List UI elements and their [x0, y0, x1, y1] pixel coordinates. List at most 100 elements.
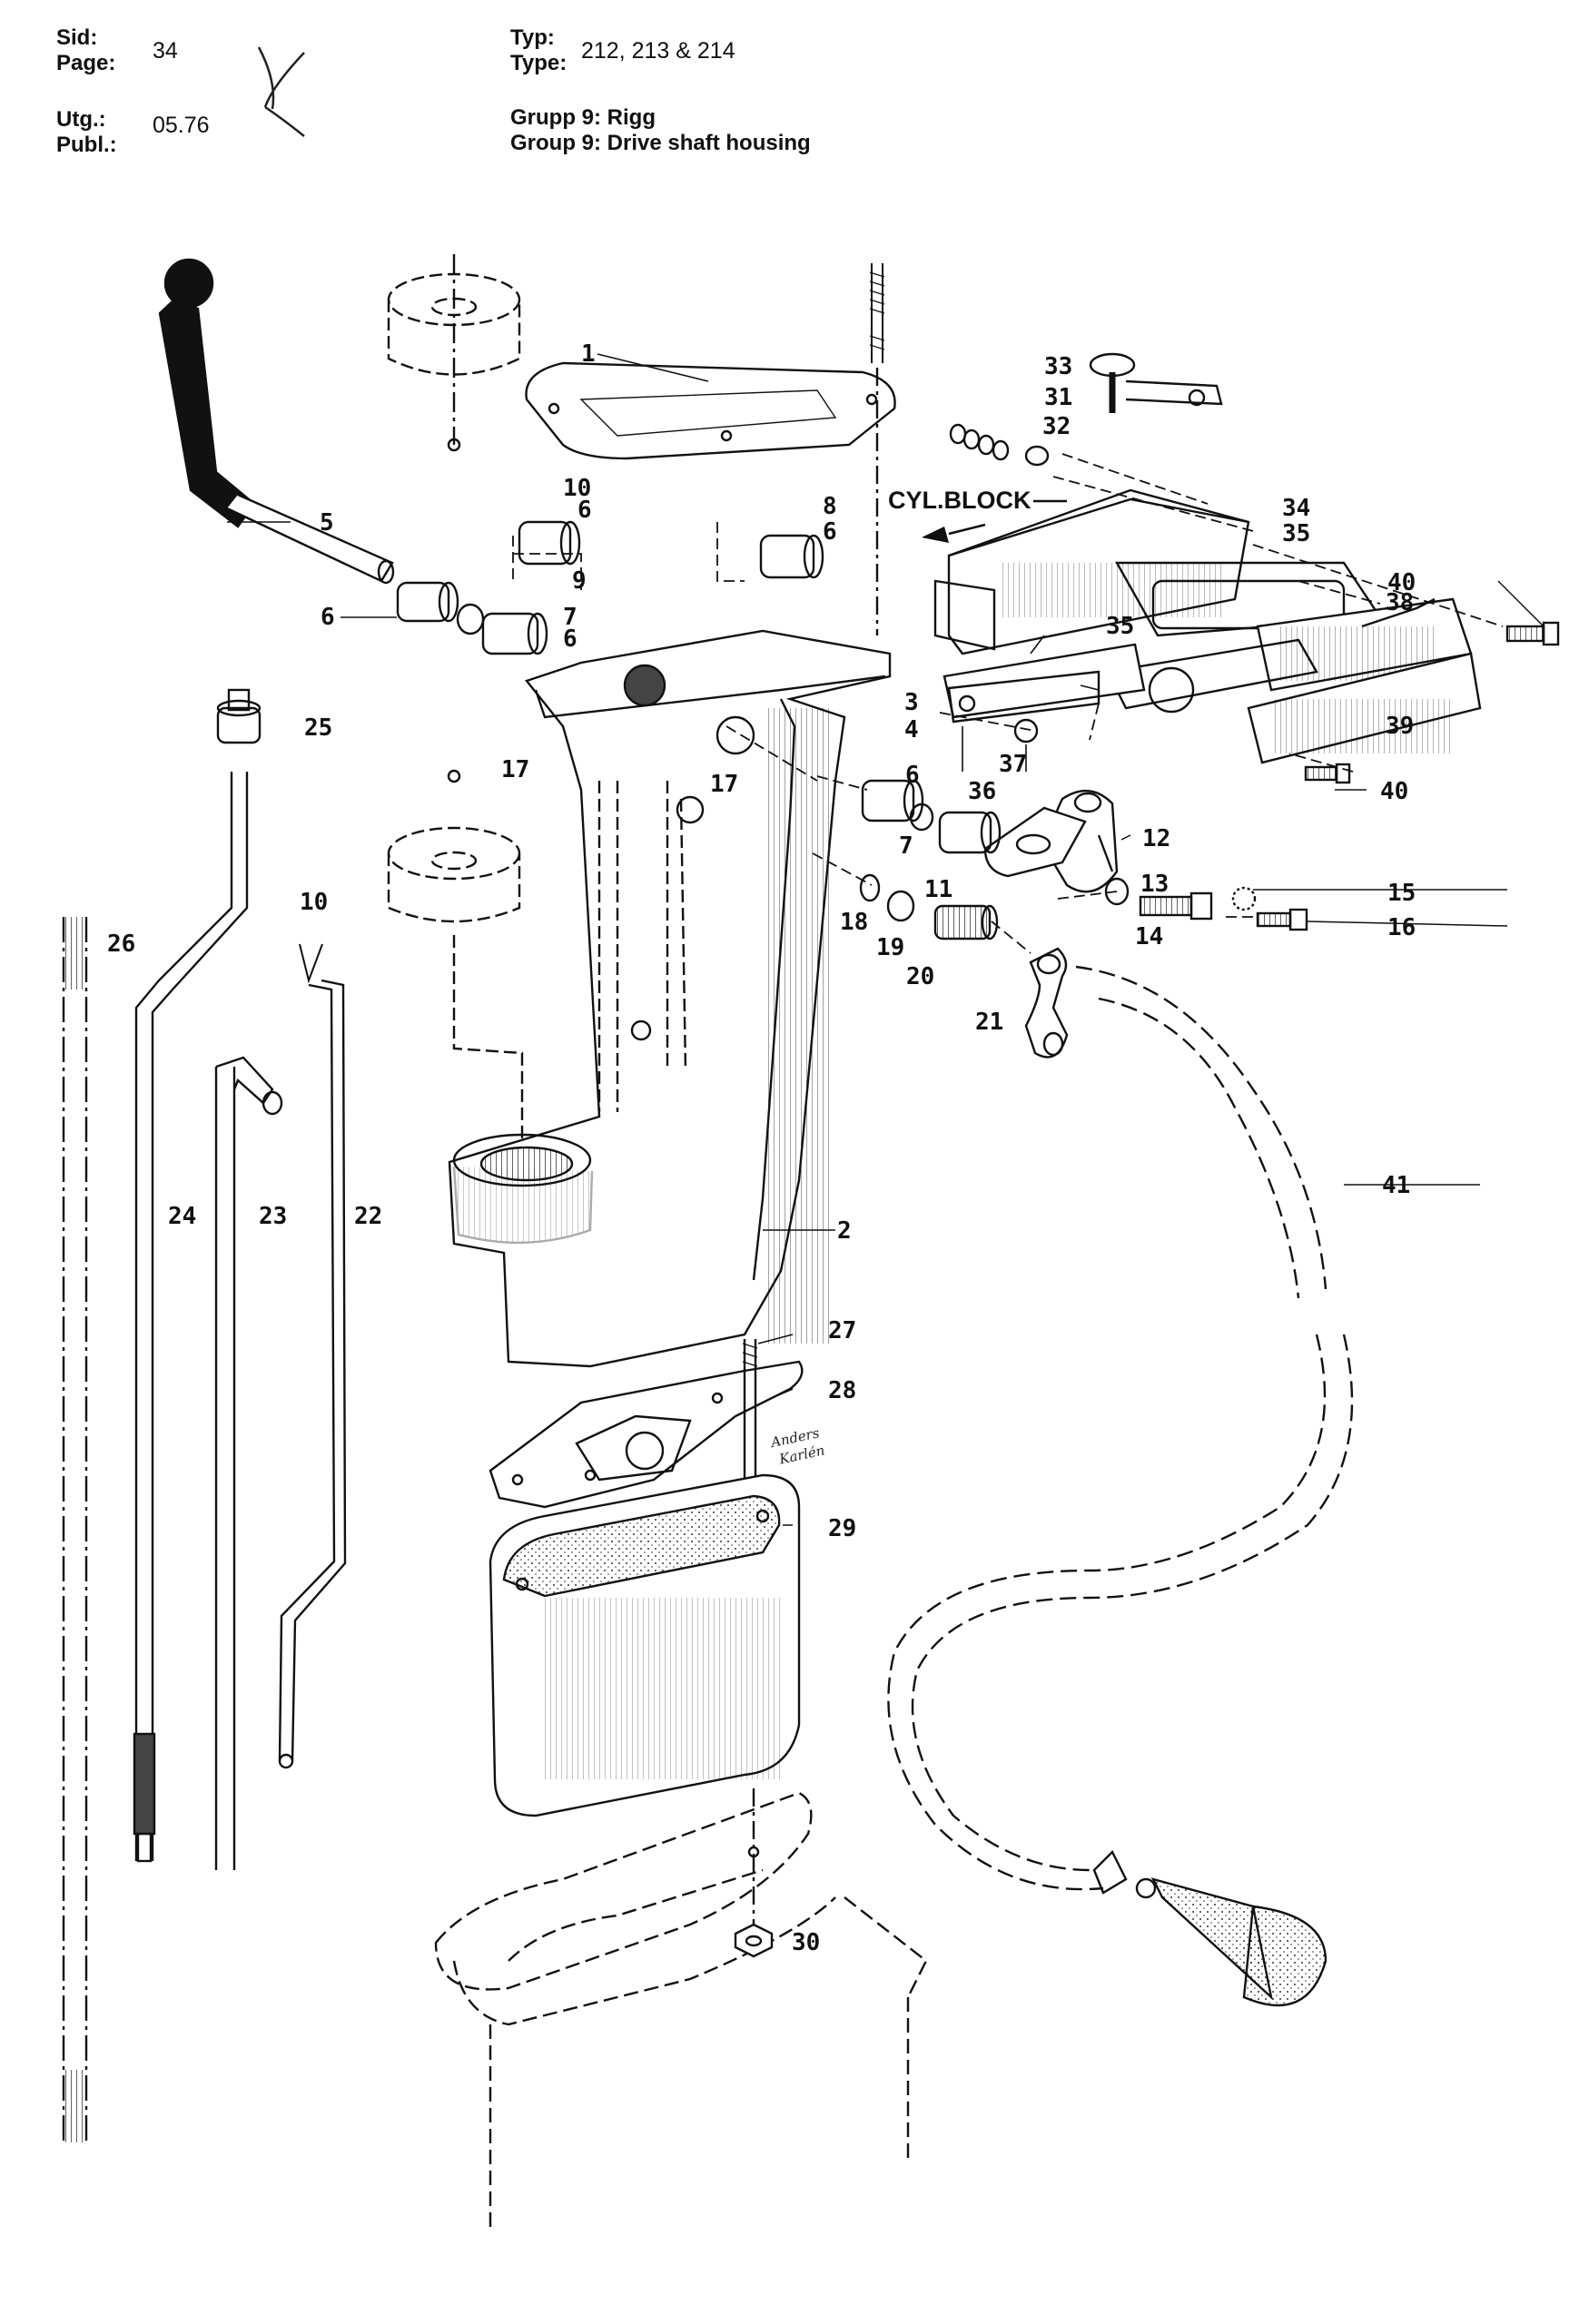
- bolt-16: [1256, 908, 1308, 931]
- callout: 1: [581, 340, 596, 368]
- rubber-mount-middle: [387, 826, 521, 923]
- callout: 20: [906, 963, 934, 990]
- callout: 18: [840, 909, 868, 936]
- bushings-left: [396, 520, 824, 655]
- callout: 35: [1282, 520, 1310, 547]
- group-sv: Grupp 9: Rigg: [510, 105, 656, 130]
- type-label-en: Type:: [510, 51, 568, 75]
- callout: 2: [837, 1217, 852, 1245]
- callout: 17: [501, 756, 529, 783]
- top-gasket: [525, 361, 896, 460]
- callout: 24: [168, 1203, 196, 1230]
- assembly-guides: [512, 453, 1504, 954]
- callout: 40: [1380, 778, 1408, 805]
- cyl-block-label: CYL.BLOCK: [888, 487, 1031, 514]
- publ-label-sv: Utg.:: [56, 107, 106, 132]
- callout: 6: [563, 625, 577, 653]
- page-label-sv: Sid:: [56, 25, 98, 50]
- callout: 4: [904, 716, 919, 743]
- callout: 38: [1386, 589, 1414, 616]
- callout: 7: [563, 604, 577, 631]
- callout: 6: [321, 604, 335, 631]
- callout: 25: [304, 714, 332, 742]
- bolt-right: [1505, 621, 1560, 646]
- bracket-33: [1089, 352, 1223, 413]
- callout: 23: [259, 1203, 287, 1230]
- fuel-strainer: [1135, 1877, 1327, 2007]
- callout: 17: [710, 771, 738, 798]
- callout: 29: [828, 1515, 856, 1542]
- callout: 8: [823, 493, 837, 520]
- page-label: Sid: Page: 34: [56, 25, 178, 76]
- callout: 41: [1382, 1172, 1410, 1199]
- drive-shaft-housing: [448, 629, 892, 1368]
- callout: 13: [1140, 871, 1169, 898]
- callout: 21: [975, 1009, 1003, 1036]
- check-mark-icon: [257, 46, 305, 137]
- threaded-sleeve-20: [933, 904, 999, 940]
- callout: 7: [899, 832, 913, 860]
- callout: 33: [1044, 353, 1072, 380]
- callout: 26: [107, 931, 135, 958]
- cyl-block-direction: CYL.BLOCK: [888, 487, 1067, 543]
- publ-label: Utg.: Publ.: 05.76: [56, 107, 210, 158]
- drive-shaft-26: [62, 917, 88, 2142]
- grommet-25: [216, 688, 262, 744]
- callout: 11: [924, 876, 952, 903]
- group-en: Group 9: Drive shaft housing: [510, 131, 811, 155]
- washers-31-32: [949, 423, 1050, 467]
- callout: 6: [905, 762, 920, 789]
- publ-label-en: Publ.:: [56, 133, 117, 157]
- spacer-housing-29: [489, 1473, 801, 1817]
- callout: 3: [904, 689, 919, 716]
- lower-gasket-28: [489, 1360, 804, 1509]
- callout: 6: [823, 518, 837, 546]
- nut-30: [734, 1923, 774, 1958]
- callout: 15: [1387, 880, 1416, 907]
- stern-bracket-assembly: [933, 488, 1482, 764]
- link-arm-21: [1024, 947, 1069, 1059]
- tiller-handle: [158, 258, 395, 585]
- lower-unit-outline: [434, 1788, 928, 2233]
- callout: 10: [300, 889, 328, 916]
- bolt-lower-right: [1304, 763, 1351, 784]
- callout: 31: [1044, 384, 1072, 411]
- callout: 30: [792, 1929, 820, 1956]
- type-value: 212, 213 & 214: [581, 38, 735, 64]
- artist-signature: Anders Karlén: [768, 1424, 826, 1468]
- callout: 32: [1042, 413, 1071, 440]
- rod-23: [214, 1056, 283, 1870]
- leader-lines: [227, 353, 1545, 1526]
- callout: 27: [828, 1317, 856, 1344]
- callout: 12: [1142, 825, 1170, 852]
- rubber-mount-top: [387, 254, 521, 445]
- type-label: Typ: Type: 212, 213 & 214: [510, 25, 735, 76]
- rod-22: [278, 943, 347, 1769]
- callout: 40: [1387, 569, 1416, 596]
- callout-labels: 1 2 3 4 5 6 6 6 6 6 7 7 8 9 10 10 11 12 …: [107, 340, 1416, 1956]
- fuel-hose-41: [887, 965, 1354, 1895]
- page-number: 34: [153, 38, 178, 64]
- callout: 39: [1386, 713, 1414, 740]
- callout: 5: [320, 509, 334, 537]
- arrow-left-icon: [922, 527, 949, 543]
- callout: 10: [563, 475, 591, 502]
- callout: 16: [1387, 914, 1416, 941]
- type-label-sv: Typ:: [510, 25, 555, 50]
- callout: 35: [1106, 613, 1134, 640]
- callout: 22: [354, 1203, 382, 1230]
- callout: 34: [1282, 495, 1310, 522]
- shift-rod-24: [133, 772, 249, 1863]
- callout: 37: [999, 751, 1027, 778]
- group-label: Grupp 9: Rigg Group 9: Drive shaft housi…: [510, 105, 811, 156]
- page-label-en: Page:: [56, 51, 116, 75]
- publ-date: 05.76: [153, 113, 210, 138]
- bolt-14: [1139, 891, 1213, 921]
- callout: 19: [876, 934, 904, 961]
- callout: 14: [1135, 923, 1163, 950]
- callout: 36: [968, 778, 996, 805]
- callout: 9: [572, 567, 587, 595]
- callout: 28: [828, 1377, 856, 1404]
- callout: 6: [577, 497, 592, 524]
